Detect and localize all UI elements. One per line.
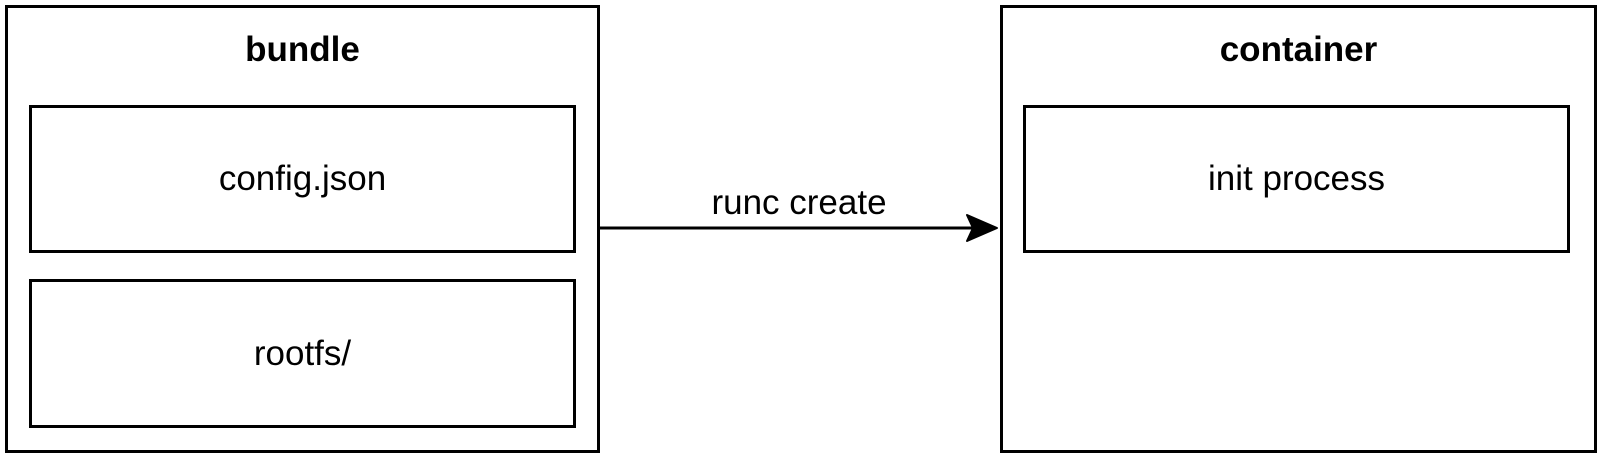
- rootfs-node: rootfs/: [29, 279, 576, 428]
- config-json-label: config.json: [218, 159, 387, 198]
- bundle-group-box: bundle config.json rootfs/: [5, 5, 600, 453]
- runc-create-arrow-label: runc create: [711, 183, 887, 222]
- runc-create-arrow: [600, 214, 998, 242]
- config-json-node: config.json: [29, 105, 576, 253]
- container-group-box: container init process: [1000, 5, 1597, 453]
- init-process-node: init process: [1023, 105, 1570, 253]
- init-process-label: init process: [1207, 159, 1386, 198]
- arrowhead-right-icon: [966, 214, 998, 242]
- container-group-title: container: [1219, 30, 1378, 69]
- bundle-group-title: bundle: [245, 30, 360, 69]
- rootfs-label: rootfs/: [253, 333, 352, 373]
